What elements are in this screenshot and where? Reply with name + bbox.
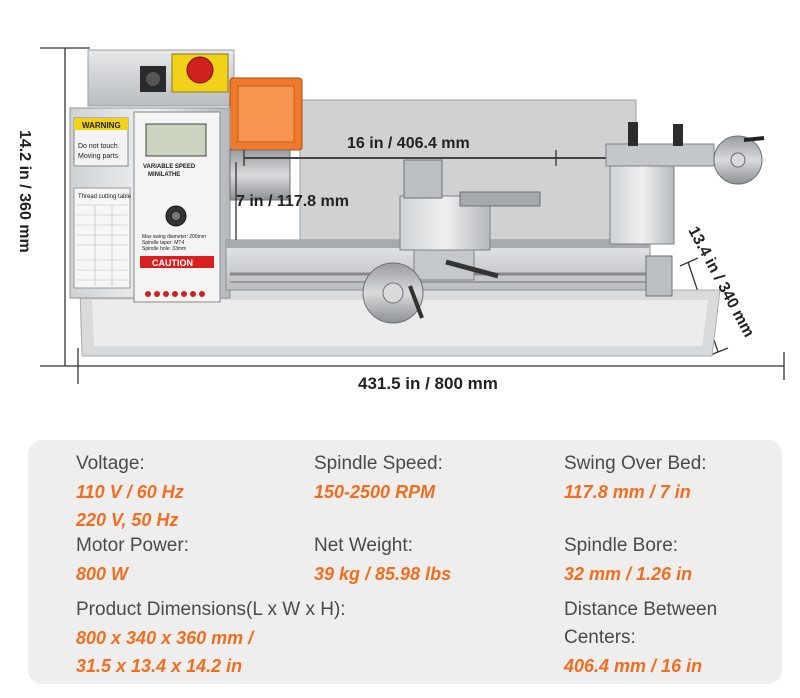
spec-value: 39 kg / 85.98 lbs (314, 564, 452, 584)
spec-spindle-speed: Spindle Speed: 150-2500 RPM (314, 450, 443, 506)
spec-label: Distance Between (564, 599, 718, 620)
specifications-panel: Voltage: 110 V / 60 Hz 220 V, 50 Hz Spin… (28, 440, 782, 684)
svg-text:Spindle taper: MT4: Spindle taper: MT4 (142, 240, 184, 246)
svg-text:Do not touch: Do not touch (78, 143, 118, 150)
svg-text:WARNING: WARNING (82, 121, 121, 130)
spec-value: 150-2500 RPM (314, 482, 436, 502)
spec-voltage: Voltage: 110 V / 60 Hz 220 V, 50 Hz (76, 450, 184, 534)
svg-text:Thread cutting table: Thread cutting table (78, 194, 132, 200)
spec-distance-between-centers: Distance Between Centers: 406.4 mm / 16 … (564, 596, 717, 680)
spec-value: 117.8 mm / 7 in (564, 482, 691, 502)
spec-label: Product Dimensions(L x W x H): (76, 599, 346, 620)
svg-text:VARIABLE SPEED: VARIABLE SPEED (143, 164, 196, 170)
svg-text:Moving parts: Moving parts (78, 153, 119, 160)
spec-value: 32 mm / 1.26 in (564, 564, 693, 584)
dim-height: 14.2 in / 360 mm (16, 130, 33, 253)
lathe-illustration: WARNING Do not touch Moving parts Thread… (16, 47, 785, 393)
spec-label: Motor Power: (76, 535, 189, 556)
spec-value: 800 x 340 x 360 mm / (76, 628, 254, 648)
spec-value: 800 W (76, 564, 129, 584)
spec-value: 110 V / 60 Hz (76, 482, 184, 502)
svg-text:Spindle hole: 33mm: Spindle hole: 33mm (142, 246, 186, 252)
spec-label: Swing Over Bed: (564, 453, 707, 474)
spec-value: 31.5 x 13.4 x 14.2 in (76, 656, 243, 676)
dim-width: 431.5 in / 800 mm (358, 374, 498, 393)
dim-swing: 7 in / 117.8 mm (236, 193, 349, 210)
speed-display (145, 123, 207, 157)
spec-label: Spindle Bore: (564, 535, 679, 556)
spec-label: Voltage: (76, 453, 145, 474)
spec-label: Centers: (564, 627, 636, 648)
spec-label: Net Weight: (314, 535, 413, 556)
spec-net-weight: Net Weight: 39 kg / 85.98 lbs (314, 532, 451, 588)
tool-post (403, 159, 443, 199)
spec-value: 406.4 mm / 16 in (564, 656, 703, 676)
spec-motor-power: Motor Power: 800 W (76, 532, 189, 588)
svg-text:Max swing diameter: 200mm: Max swing diameter: 200mm (142, 234, 206, 240)
spec-label: Spindle Speed: (314, 453, 443, 474)
spec-product-dimensions: Product Dimensions(L x W x H): 800 x 340… (76, 596, 346, 680)
svg-text:MINILATHE: MINILATHE (148, 172, 180, 178)
svg-text:CAUTION: CAUTION (152, 258, 193, 268)
thread-cutting-table (73, 187, 131, 289)
dim-center-distance: 16 in / 406.4 mm (347, 135, 470, 152)
spec-swing-over-bed: Swing Over Bed: 117.8 mm / 7 in (564, 450, 707, 506)
spec-spindle-bore: Spindle Bore: 32 mm / 1.26 in (564, 532, 692, 588)
caution-label (140, 256, 214, 268)
spec-value: 220 V, 50 Hz (76, 510, 179, 530)
